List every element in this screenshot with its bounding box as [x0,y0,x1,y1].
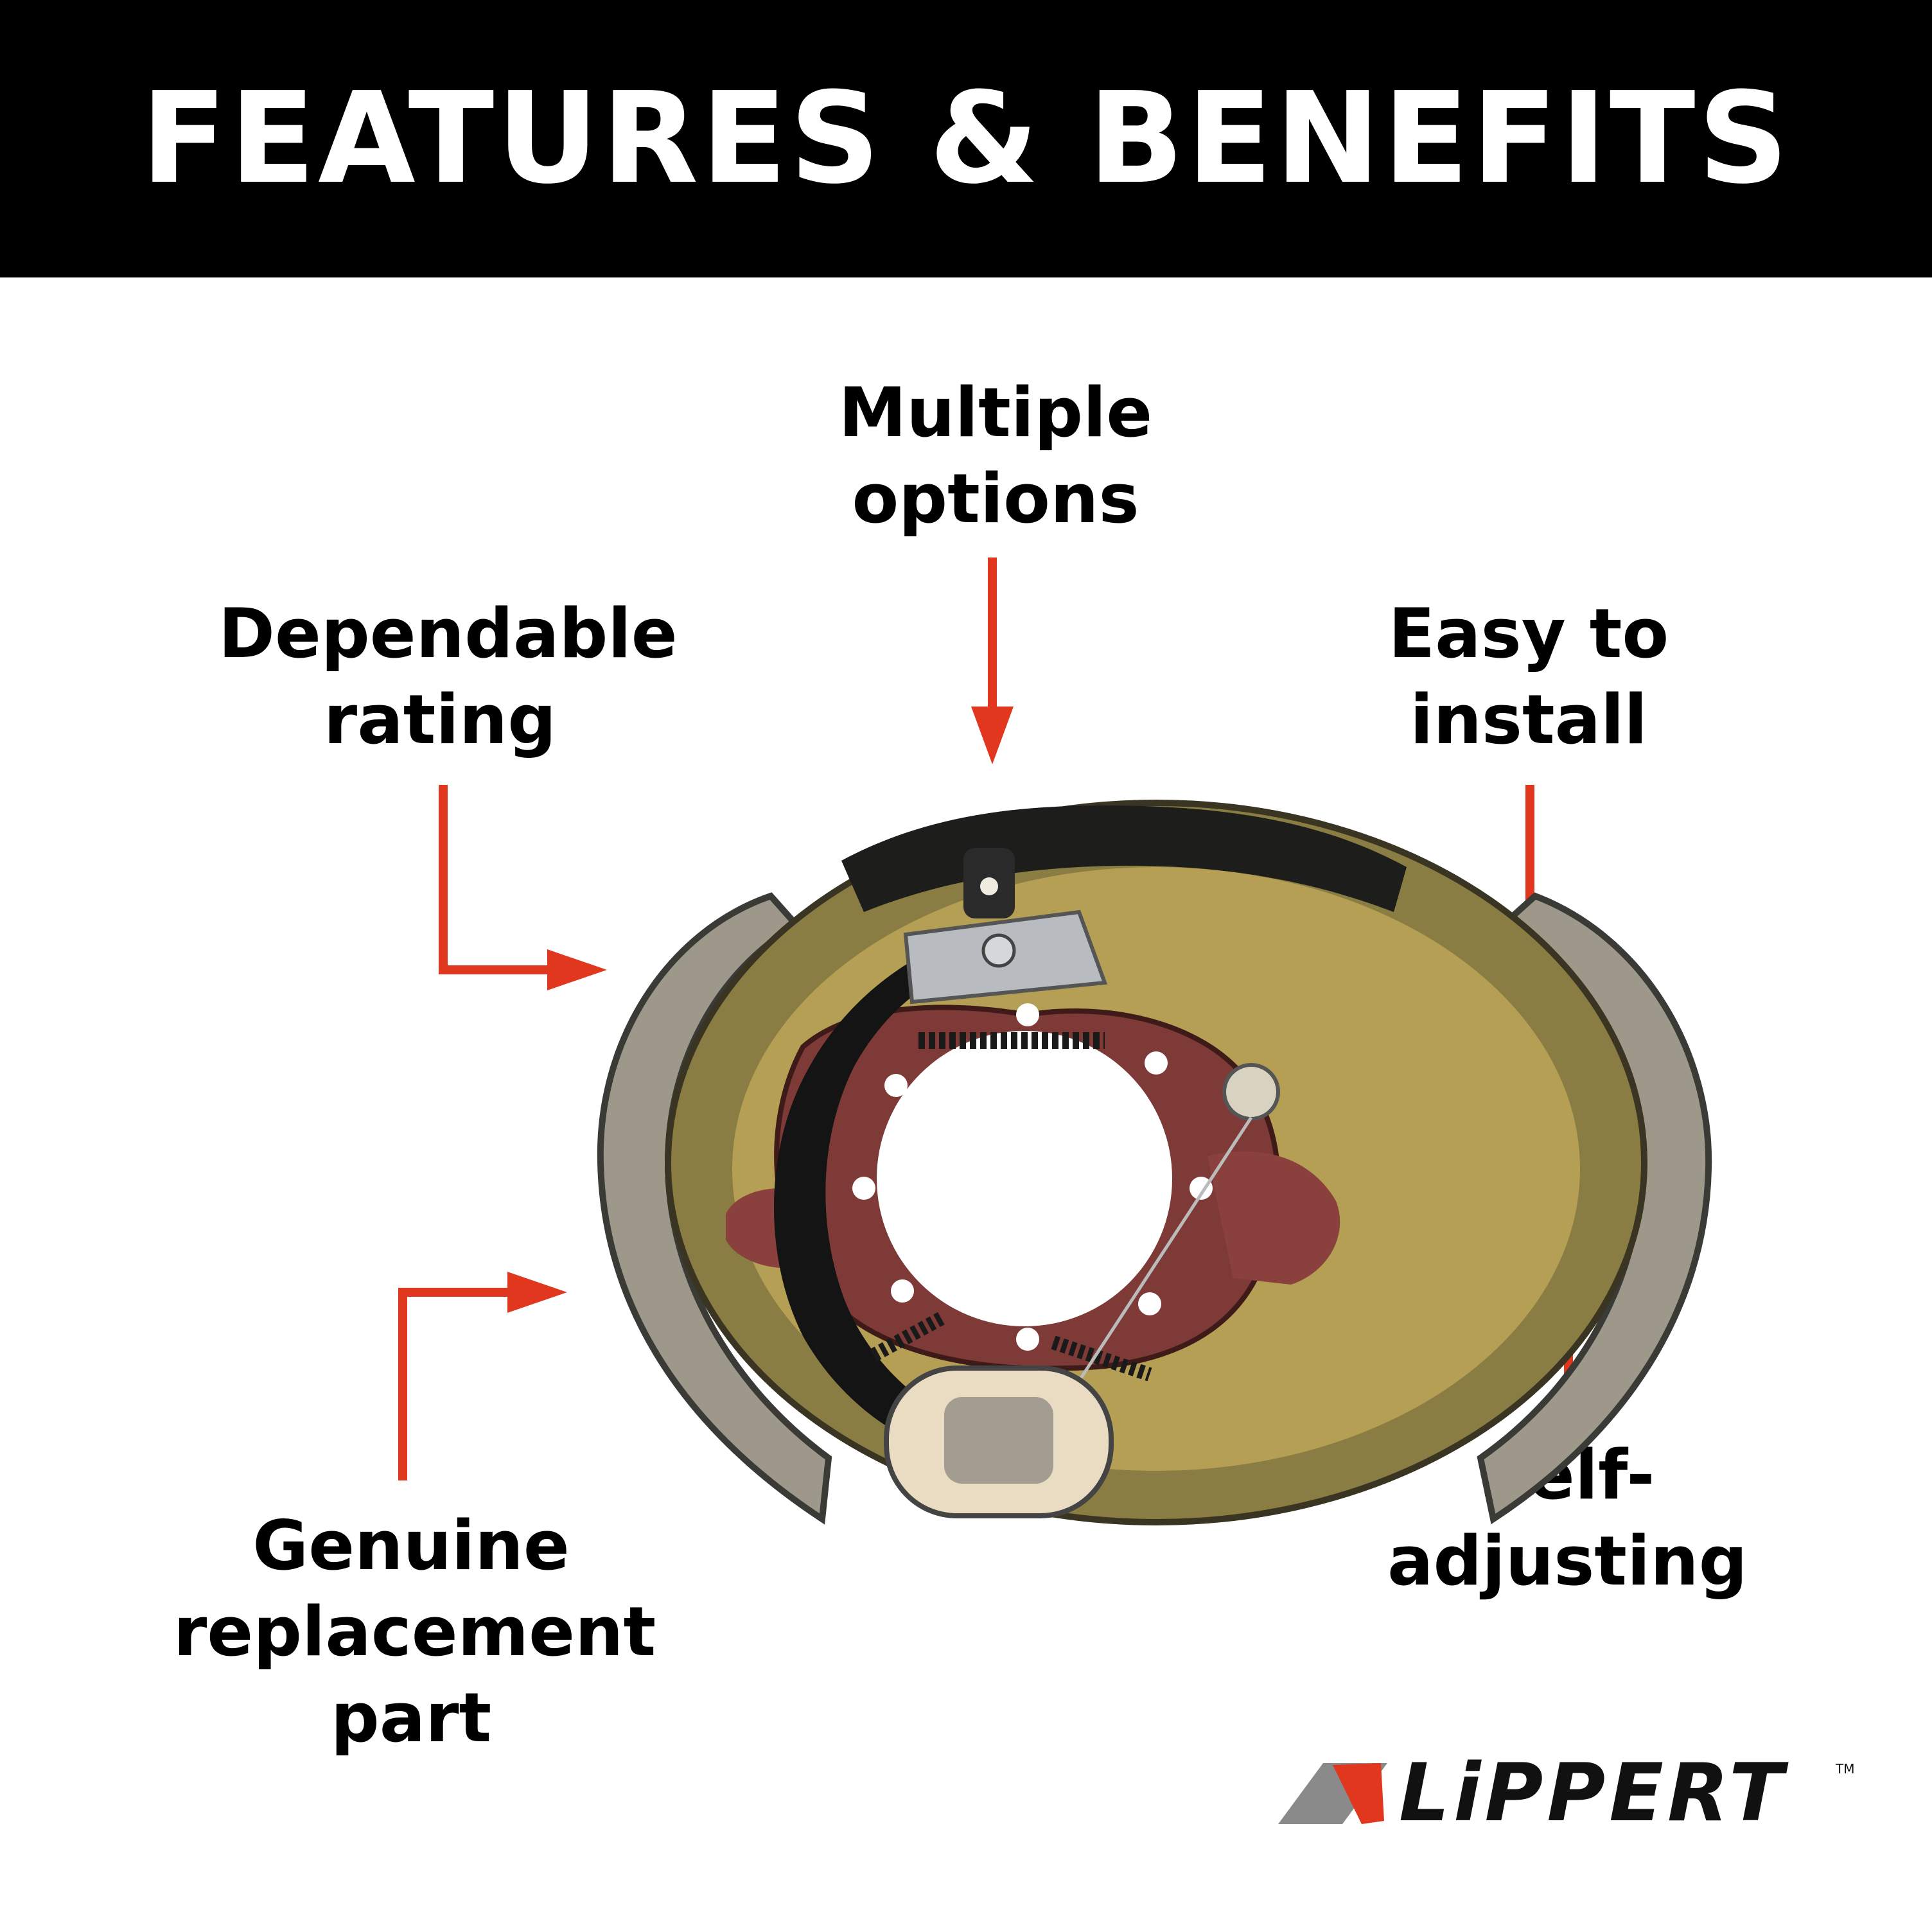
logo-mark-red [1333,1763,1384,1824]
bolt-hole [852,1177,875,1200]
bolt-hole [1016,1003,1039,1026]
anchor-post-cap [980,877,998,895]
feature-multiple-options: Multiple options [838,373,1153,538]
feature-genuine-replacement-part: Genuine replacement part [173,1506,656,1757]
actuating-lever [774,944,976,1445]
lippert-logo-text: LiPPERT [1399,1747,1787,1840]
magnet-face [944,1397,1053,1484]
bolt-hole [884,1074,908,1097]
anchor-bolt [981,933,1016,968]
bolt-hole [1138,1292,1161,1315]
hub-arm-right [1208,1151,1340,1285]
feature-easy-to-install: Easy to install [1388,594,1669,759]
arrowhead-right-1 [547,949,607,990]
header-banner: FEATURES & BENEFITS [0,0,1932,277]
page-title: FEATURES & BENEFITS [141,66,1791,212]
brake-assembly [597,800,1712,1525]
adjuster-cable [1077,1116,1253,1382]
hub-center-hole [877,1031,1172,1326]
arrowhead-down [971,707,1014,764]
return-spring-bottom-left [870,1310,948,1362]
lippert-logo-mark [1278,1763,1387,1824]
bolt-hole [1016,1328,1039,1351]
hub-bolt-holes [852,1003,1213,1351]
arrow-genuine-replacement [398,1288,514,1480]
bolt-hole [891,1279,914,1303]
return-spring-bottom-right [1051,1335,1152,1382]
arrow-dependable-rating [439,785,554,974]
bolt-hole [1145,1051,1168,1075]
arrowhead-right-2 [507,1272,567,1313]
top-cover [841,805,1407,912]
feature-dependable-rating: Dependable rating [218,594,678,759]
lippert-logo-tm: TM [1836,1761,1855,1777]
adjuster-wheel [1222,1063,1280,1121]
